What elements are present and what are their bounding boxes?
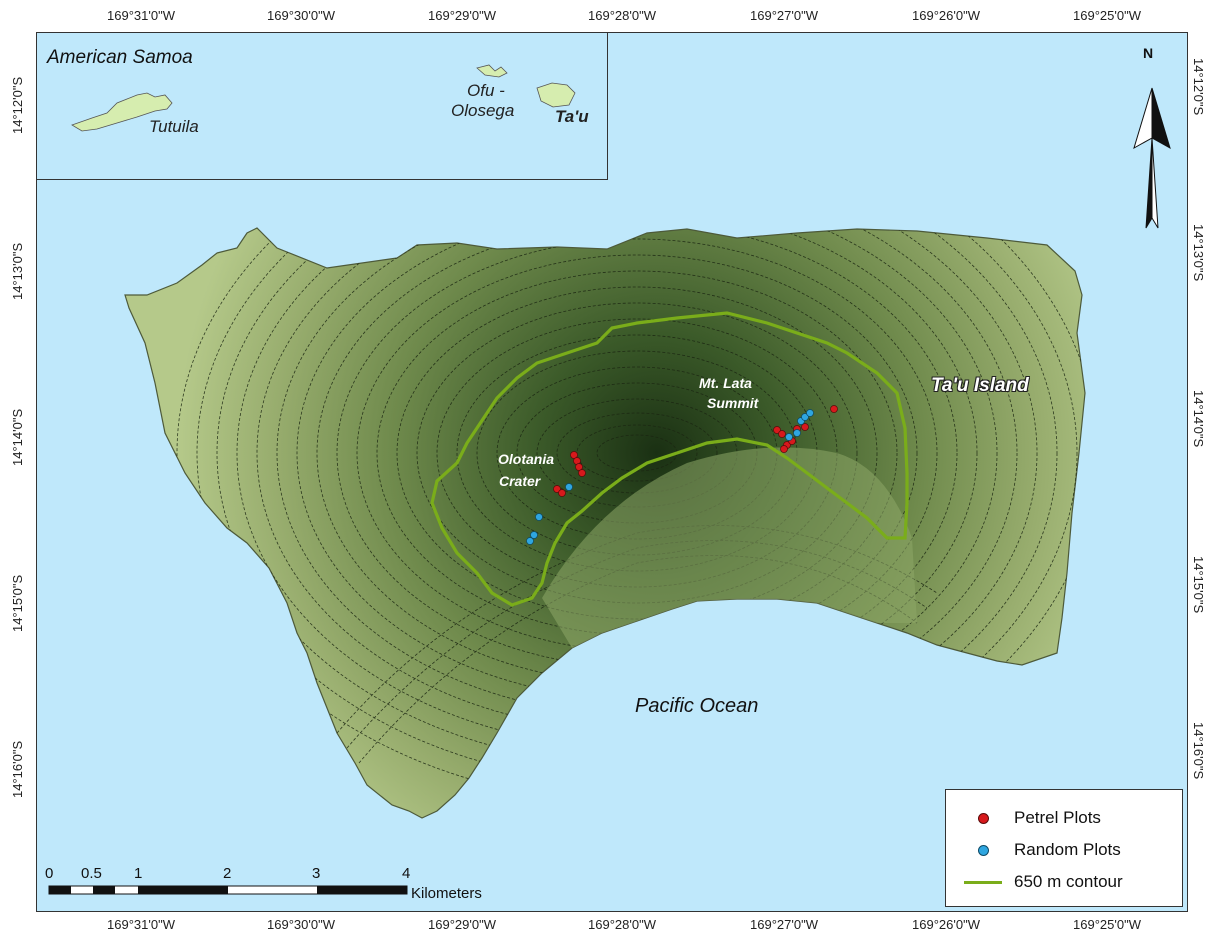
lon-label-top: 169°30'0"W bbox=[267, 8, 335, 23]
lon-label-bottom: 169°29'0"W bbox=[428, 917, 496, 932]
map-canvas[interactable] bbox=[37, 33, 1187, 911]
lat-label-left: 14°13'0"S bbox=[10, 242, 25, 300]
random-plots bbox=[526, 409, 814, 545]
random-dot-icon bbox=[977, 844, 989, 856]
lat-label-left: 14°15'0"S bbox=[10, 574, 25, 632]
lat-label-right: 14°16'0"S bbox=[1191, 722, 1206, 780]
legend-item-random: Random Plots bbox=[964, 838, 1121, 862]
inset-map[interactable]: American Samoa Tutuila Ofu - Olosega Ta'… bbox=[37, 33, 608, 180]
legend: Petrel Plots Random Plots 650 m contour bbox=[945, 789, 1183, 907]
contour-line-icon bbox=[964, 880, 1002, 884]
legend-item-contour: 650 m contour bbox=[964, 870, 1123, 894]
lon-label-top: 169°29'0"W bbox=[428, 8, 496, 23]
north-label: N bbox=[1143, 45, 1154, 61]
lat-label-left: 14°12'0"S bbox=[10, 76, 25, 134]
tau-shape bbox=[536, 82, 576, 108]
label-olotania: Olotania bbox=[498, 451, 555, 467]
lon-label-bottom: 169°25'0"W bbox=[1073, 917, 1141, 932]
label-tau-island: Ta'u Island bbox=[931, 375, 1029, 396]
north-arrow-icon bbox=[1133, 87, 1171, 229]
inset-title: American Samoa bbox=[47, 47, 193, 68]
lat-label-right: 14°14'0"S bbox=[1191, 390, 1206, 448]
lat-label-left: 14°14'0"S bbox=[10, 408, 25, 466]
lat-label-right: 14°13'0"S bbox=[1191, 224, 1206, 282]
scale-tick: 2 bbox=[223, 865, 232, 882]
map-frame[interactable]: American Samoa Tutuila Ofu - Olosega Ta'… bbox=[36, 32, 1188, 912]
contour-650m bbox=[430, 311, 909, 607]
inset-canvas bbox=[71, 64, 576, 132]
scale-tick: 0 bbox=[45, 865, 54, 882]
lon-label-bottom: 169°27'0"W bbox=[750, 917, 818, 932]
legend-item-petrel: Petrel Plots bbox=[964, 806, 1101, 830]
southern-slope bbox=[542, 447, 917, 648]
scale-tick: 4 bbox=[402, 865, 411, 882]
lat-label-right: 14°15'0"S bbox=[1191, 556, 1206, 614]
scale-unit: Kilometers bbox=[411, 885, 482, 902]
ofu-olosega-shape bbox=[476, 64, 508, 78]
lon-label-top: 169°31'0"W bbox=[107, 8, 175, 23]
scale-tick: 0.5 bbox=[81, 865, 102, 882]
lon-label-bottom: 169°31'0"W bbox=[107, 917, 175, 932]
label-summit: Summit bbox=[707, 395, 759, 411]
lon-label-bottom: 169°28'0"W bbox=[588, 917, 656, 932]
lon-label-top: 169°28'0"W bbox=[588, 8, 656, 23]
petrel-dot-icon bbox=[977, 812, 989, 824]
petrel-plots bbox=[553, 405, 838, 497]
scale-tick: 3 bbox=[312, 865, 321, 882]
label-olosega: Olosega bbox=[451, 101, 515, 120]
lat-label-left: 14°16'0"S bbox=[10, 740, 25, 798]
lon-label-top: 169°25'0"W bbox=[1073, 8, 1141, 23]
label-crater: Crater bbox=[499, 473, 541, 489]
label-ofu: Ofu - bbox=[467, 81, 505, 100]
tutuila-shape bbox=[71, 92, 173, 132]
label-mt-lata: Mt. Lata bbox=[699, 375, 752, 391]
scale-tick: 1 bbox=[134, 865, 143, 882]
scale-bar bbox=[48, 885, 408, 895]
label-pacific-ocean: Pacific Ocean bbox=[635, 695, 759, 717]
label-tutuila: Tutuila bbox=[149, 117, 199, 136]
lon-label-bottom: 169°30'0"W bbox=[267, 917, 335, 932]
lon-label-top: 169°27'0"W bbox=[750, 8, 818, 23]
lon-label-bottom: 169°26'0"W bbox=[912, 917, 980, 932]
label-tau: Ta'u bbox=[555, 107, 589, 126]
legend-label: Random Plots bbox=[1014, 840, 1121, 859]
legend-label: 650 m contour bbox=[1014, 872, 1123, 891]
lat-label-right: 14°12'0"S bbox=[1191, 58, 1206, 116]
legend-label: Petrel Plots bbox=[1014, 808, 1101, 827]
lon-label-top: 169°26'0"W bbox=[912, 8, 980, 23]
